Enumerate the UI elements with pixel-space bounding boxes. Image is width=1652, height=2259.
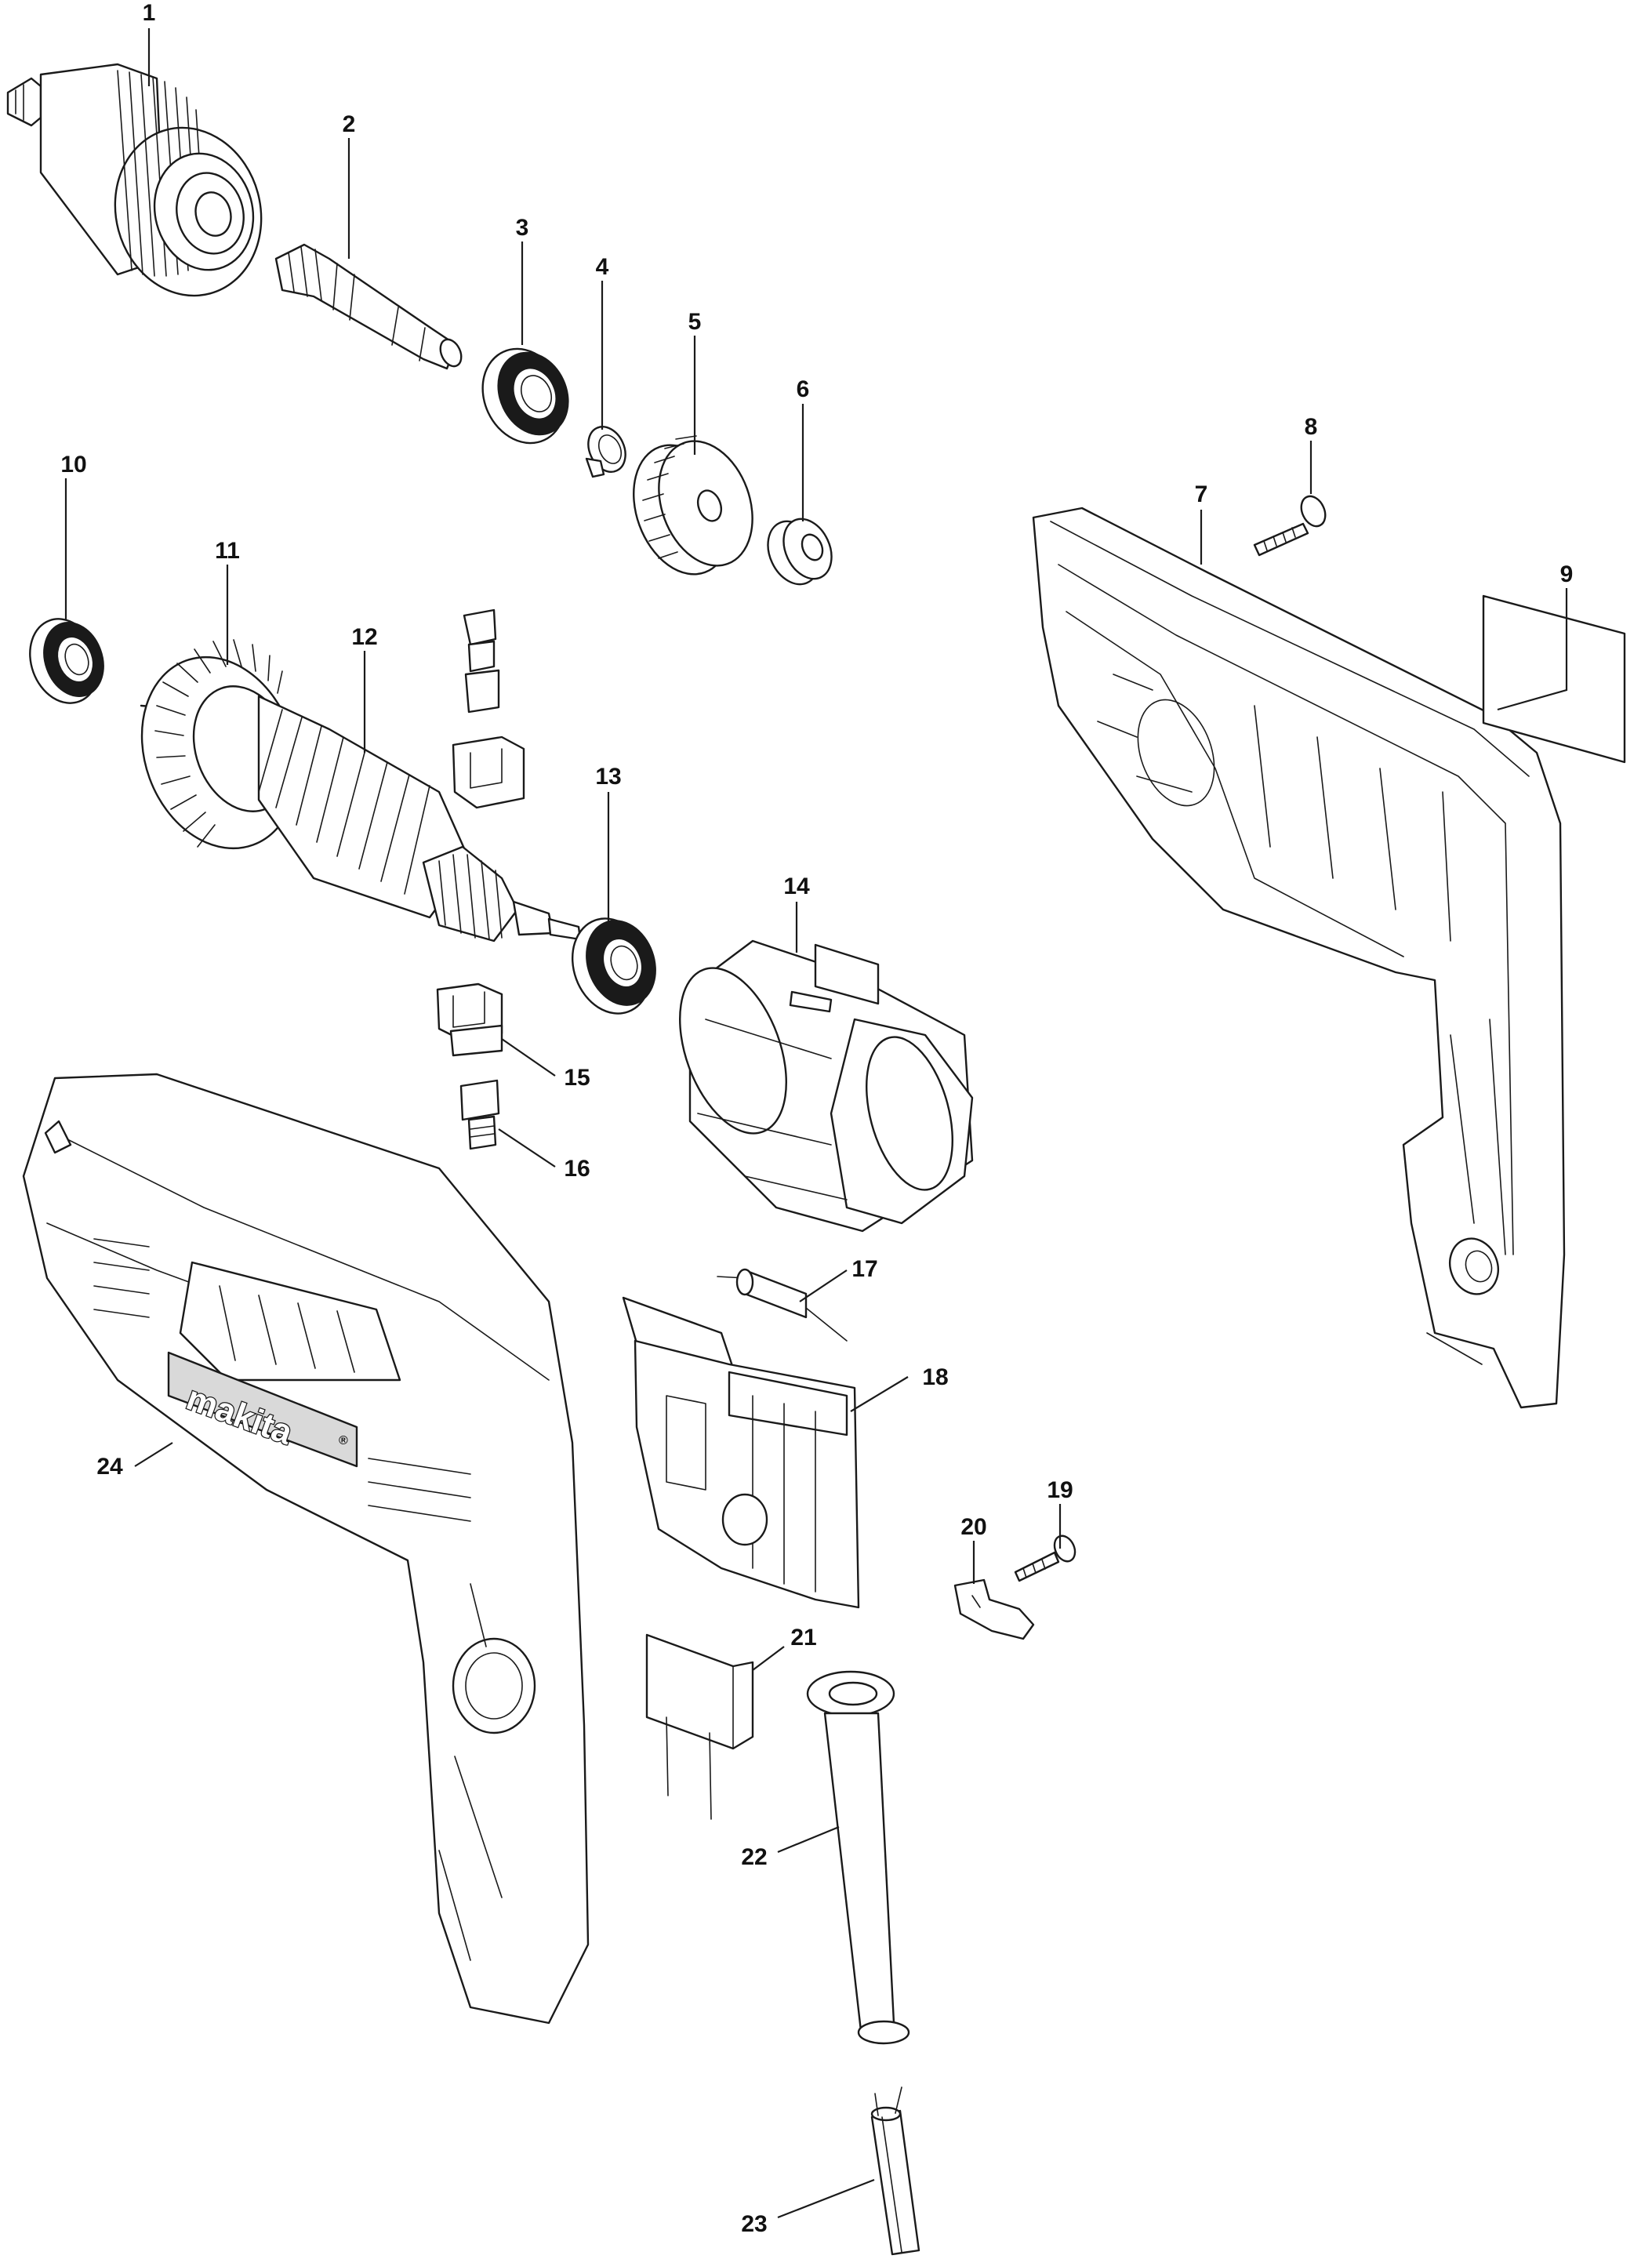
callout-2: 2 — [343, 111, 356, 137]
callout-7: 7 — [1195, 481, 1208, 507]
callout-19: 19 — [1047, 1477, 1073, 1503]
part-19-tapping-screw — [1014, 1534, 1077, 1582]
callout-17: 17 — [851, 1256, 877, 1282]
part-14-field — [679, 939, 974, 1233]
part-17-capacitor — [717, 1268, 848, 1342]
callout-18: 18 — [922, 1364, 948, 1390]
part-13-ball-bearing — [571, 917, 656, 1015]
part-18-switch — [622, 1296, 860, 1609]
part-9-name-plate — [1482, 594, 1626, 764]
part-20-strain-relief — [953, 1578, 1035, 1640]
callout-12: 12 — [351, 624, 377, 650]
part-4-retaining-ring — [585, 426, 626, 478]
callout-10: 10 — [60, 452, 86, 478]
callout-13: 13 — [595, 764, 621, 790]
part-2-spindle — [274, 243, 463, 370]
callout-15: 15 — [564, 1065, 590, 1091]
callout-16: 16 — [564, 1156, 590, 1182]
callout-6: 6 — [797, 376, 810, 402]
callout-23: 23 — [741, 2211, 767, 2237]
part-3-ball-bearing — [481, 347, 569, 445]
callout-3: 3 — [516, 215, 529, 241]
part-16-carbon-brush — [459, 1079, 500, 1150]
callout-20: 20 — [960, 1514, 986, 1540]
part-21-noise-suppressor — [645, 1633, 754, 1820]
callout-1: 1 — [143, 0, 156, 26]
leader-lines — [64, 28, 1568, 2219]
part-5-gear — [633, 435, 753, 576]
callout-5: 5 — [688, 309, 702, 335]
callout-11: 11 — [215, 538, 240, 564]
part-6-ball-bearing — [767, 518, 833, 586]
callout-24: 24 — [96, 1454, 123, 1480]
callout-4: 4 — [596, 254, 609, 280]
registered-mark: ® — [339, 1434, 348, 1447]
part-12-armature — [257, 695, 582, 942]
part-7-housing-half — [1032, 507, 1566, 1409]
part-8-tapping-screw — [1253, 495, 1327, 557]
callout-21: 21 — [790, 1625, 816, 1651]
callout-labels: 1 2 3 4 5 6 7 8 9 10 11 12 13 14 15 16 1… — [60, 0, 1573, 2237]
part-1-chuck — [6, 63, 263, 297]
callout-22: 22 — [741, 1844, 767, 1870]
callout-9: 9 — [1560, 561, 1574, 587]
part-10-ball-bearing — [29, 618, 104, 704]
callout-8: 8 — [1305, 414, 1318, 440]
part-23-cord — [870, 2086, 920, 2256]
part-22-cord-guard — [806, 1670, 910, 2045]
callout-14: 14 — [783, 873, 810, 899]
upper-brush-assembly — [452, 608, 525, 809]
part-24-housing-set: makita ® — [22, 1073, 590, 2025]
part-15-brush-holder — [436, 982, 503, 1057]
